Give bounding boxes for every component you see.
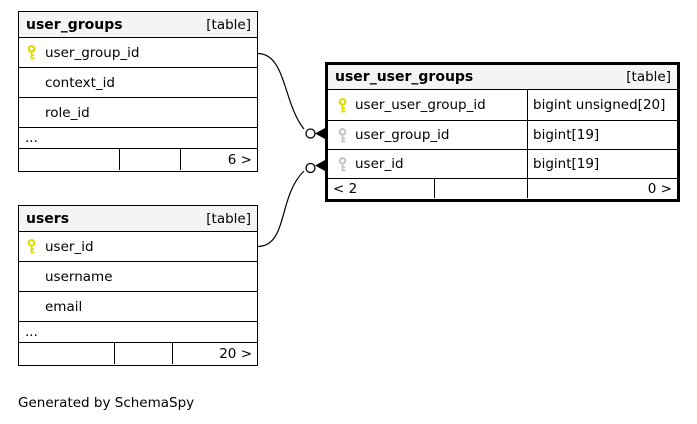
- table-users: users [table] user_id username email ...…: [18, 205, 258, 366]
- table-title[interactable]: user_user_groups: [335, 69, 474, 85]
- more-columns-indicator: ...: [19, 128, 257, 149]
- column-row: user_user_group_id bigint unsigned[20]: [328, 90, 677, 121]
- degree-cell-left: [19, 343, 115, 364]
- degree-cell-right: 0 >: [647, 180, 672, 197]
- table-type-badge: [table]: [626, 69, 671, 85]
- table-type-badge: [table]: [206, 16, 251, 33]
- table-user-groups: user_groups [table] user_group_id contex…: [18, 11, 258, 172]
- column-row: user_id: [19, 232, 257, 262]
- table-header[interactable]: users [table]: [19, 206, 257, 232]
- table-user-user-groups: user_user_groups [table] user_user_group…: [325, 62, 680, 202]
- more-columns-indicator: ...: [19, 322, 257, 343]
- table-type-badge: [table]: [206, 210, 251, 227]
- column-type: bigint unsigned[20]: [533, 97, 666, 113]
- degree-cell-middle: [115, 343, 173, 364]
- column-row: role_id: [19, 98, 257, 128]
- relationship-users-to-user-user-groups: [257, 160, 325, 248]
- table-title[interactable]: users: [26, 210, 70, 227]
- column-row: email: [19, 292, 257, 322]
- primary-key-icon: [26, 238, 45, 255]
- column-row: context_id: [19, 68, 257, 98]
- degree-row: 20 >: [19, 343, 257, 364]
- degree-cell-left: [19, 149, 120, 170]
- generated-by-text: Generated by SchemaSpy: [18, 395, 195, 411]
- degree-cell-middle: [120, 149, 181, 170]
- foreign-key-icon: [337, 156, 355, 173]
- table-header[interactable]: user_user_groups [table]: [328, 65, 677, 90]
- column-name: username: [45, 268, 113, 285]
- column-name: user_user_group_id: [355, 97, 486, 113]
- column-name: user_group_id: [45, 44, 140, 61]
- foreign-key-icon: [337, 127, 355, 144]
- primary-key-icon: [337, 97, 355, 114]
- column-type: bigint[19]: [533, 127, 600, 143]
- column-name: user_id: [355, 156, 404, 172]
- column-type: bigint[19]: [533, 156, 600, 172]
- relationship-user-groups-to-user-user-groups: [257, 52, 325, 139]
- degree-row: < 2 0 >: [328, 179, 677, 198]
- degree-cell-right: 20 >: [219, 345, 252, 362]
- degree-row: 6 >: [19, 149, 257, 170]
- column-name: user_id: [45, 238, 94, 255]
- column-row: username: [19, 262, 257, 292]
- degree-cell-right: 6 >: [227, 151, 252, 168]
- degree-cell-left: < 2: [328, 179, 435, 198]
- column-row: user_group_id: [19, 38, 257, 68]
- table-header[interactable]: user_groups [table]: [19, 12, 257, 38]
- table-title[interactable]: user_groups: [26, 16, 123, 33]
- column-name: role_id: [45, 104, 90, 121]
- column-row: user_group_id bigint[19]: [328, 121, 677, 150]
- degree-cell-middle: [435, 179, 528, 198]
- column-row: user_id bigint[19]: [328, 150, 677, 179]
- column-name: context_id: [45, 74, 115, 91]
- column-name: email: [45, 298, 83, 315]
- primary-key-icon: [26, 44, 45, 61]
- column-name: user_group_id: [355, 127, 450, 143]
